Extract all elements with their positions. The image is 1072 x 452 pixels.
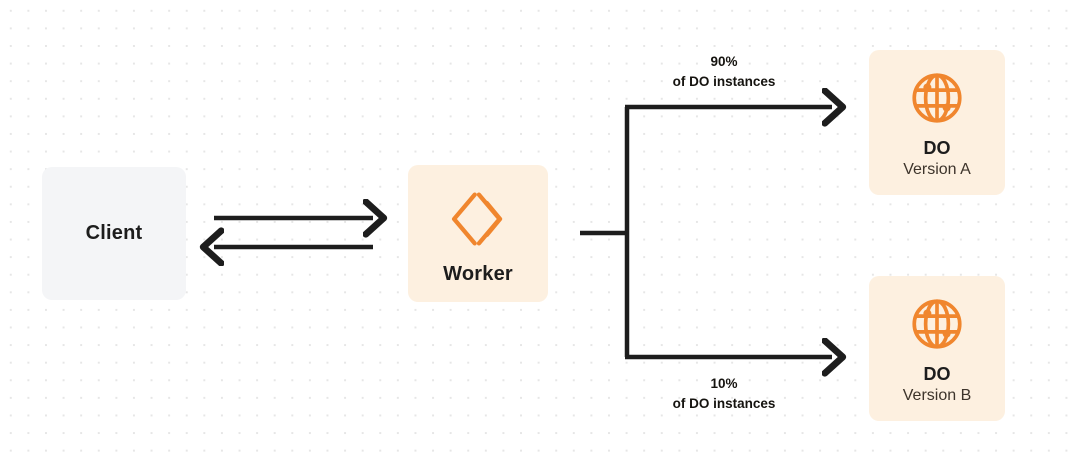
node-client-label: Client <box>85 222 143 244</box>
node-do-a-subtitle: Version A <box>903 161 971 179</box>
node-do-b-title: DO <box>923 363 951 384</box>
edge-label-bottom-branch: 10% of DO instances <box>634 374 814 413</box>
edge-label-top-caption: of DO instances <box>672 73 776 89</box>
node-worker[interactable]: Worker <box>408 165 548 302</box>
cloudflare-workers-icon <box>448 189 508 249</box>
node-client[interactable]: Client <box>42 167 186 300</box>
node-do-version-b[interactable]: DO Version B <box>869 276 1005 421</box>
node-do-b-subtitle: Version B <box>902 387 972 405</box>
node-do-a-title: DO <box>923 137 951 158</box>
edge-label-bottom-percent: 10% <box>710 376 738 391</box>
globe-icon <box>909 296 965 352</box>
edge-label-bottom-caption: of DO instances <box>672 395 776 411</box>
edge-label-top-branch: 90% of DO instances <box>634 52 814 91</box>
node-do-version-a[interactable]: DO Version A <box>869 50 1005 195</box>
edge-label-top-percent: 90% <box>710 54 738 69</box>
node-worker-label: Worker <box>443 263 513 285</box>
globe-icon <box>909 70 965 126</box>
